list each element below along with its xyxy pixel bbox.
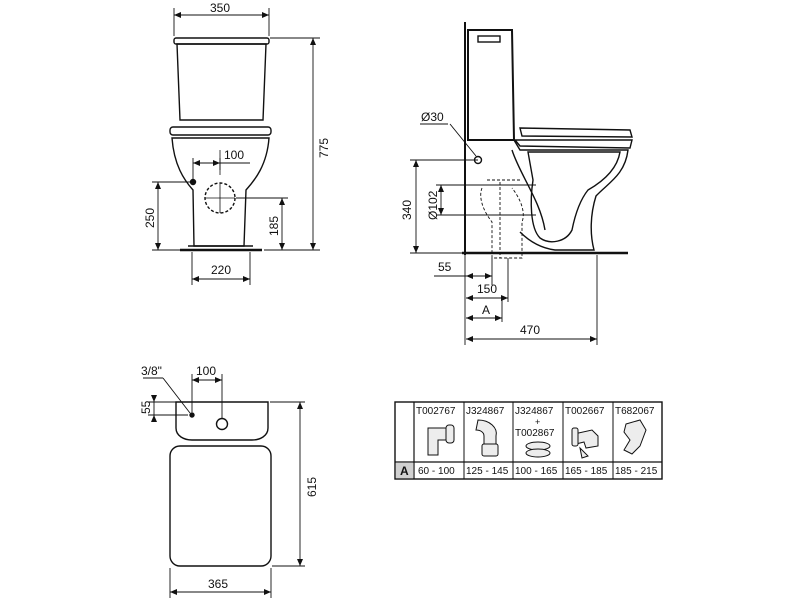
side-cistern — [467, 29, 516, 141]
dim-775: 775 — [317, 138, 331, 158]
dim-100-plan: 100 — [196, 364, 216, 378]
dim-thread: 3/8" — [141, 364, 162, 378]
table-range: 125 - 145 — [466, 466, 509, 477]
side-bowl — [470, 139, 629, 251]
connector-combo-icon — [525, 441, 551, 458]
front-view — [169, 37, 272, 252]
front-seat — [169, 126, 272, 136]
side-view — [462, 22, 633, 255]
table-col-code: J324867 — [466, 406, 505, 417]
dim-340: 340 — [400, 200, 414, 220]
table-range: 185 - 215 — [615, 466, 658, 477]
connector-short-elbow-icon — [571, 427, 599, 459]
connector-offset-icon — [475, 419, 499, 457]
dim-220: 220 — [211, 263, 231, 277]
front-dim-labels: 350 775 100 250 185 220 — [143, 1, 331, 277]
table-range: 165 - 185 — [565, 466, 608, 477]
front-cistern-body — [176, 43, 267, 121]
plan-cistern — [175, 401, 269, 441]
table-col-code2: T002867 — [515, 428, 555, 439]
dim-150: 150 — [477, 282, 497, 296]
plan-seat — [169, 445, 272, 567]
table-col-plus: + — [535, 417, 540, 427]
table-col-code: T682067 — [615, 406, 655, 417]
plan-dimensions — [143, 374, 305, 598]
dim-615: 615 — [305, 477, 319, 497]
table-col-code: J324867 — [515, 406, 554, 417]
dim-350: 350 — [210, 1, 230, 15]
side-seat — [519, 127, 633, 138]
dim-250: 250 — [143, 208, 157, 228]
dim-100-front: 100 — [224, 148, 244, 162]
table-range: 100 - 165 — [515, 466, 558, 477]
dim-365: 365 — [208, 577, 228, 591]
dim-dia30: Ø30 — [421, 110, 444, 124]
connector-elbow-icon — [427, 424, 455, 456]
side-outlet-dashed — [480, 179, 524, 259]
plan-view — [169, 401, 272, 567]
dim-A: A — [482, 303, 490, 317]
table-row-label: A — [400, 464, 409, 478]
front-bowl — [171, 137, 270, 247]
table-range: 60 - 100 — [418, 466, 455, 477]
front-dimensions — [152, 8, 320, 285]
plan-inlet — [189, 412, 195, 418]
front-cistern-lid — [173, 37, 270, 45]
plan-dim-labels: 3/8" 100 55 615 365 — [139, 364, 319, 591]
table-col-code: T002767 — [416, 406, 456, 417]
connector-table: A T002767 J324867 J324867 + T002867 T002… — [394, 401, 663, 480]
side-dim-labels: Ø30 340 Ø102 55 150 A 470 — [400, 110, 540, 337]
dim-55-side: 55 — [438, 260, 452, 274]
connector-long-offset-icon — [623, 419, 647, 455]
dim-dia102: Ø102 — [426, 190, 440, 220]
dim-55-plan: 55 — [139, 400, 153, 414]
dim-470: 470 — [520, 323, 540, 337]
table-col-code: T002667 — [565, 406, 605, 417]
side-dimensions — [410, 123, 598, 345]
dim-185: 185 — [267, 216, 281, 236]
plan-flush-button — [215, 417, 229, 431]
